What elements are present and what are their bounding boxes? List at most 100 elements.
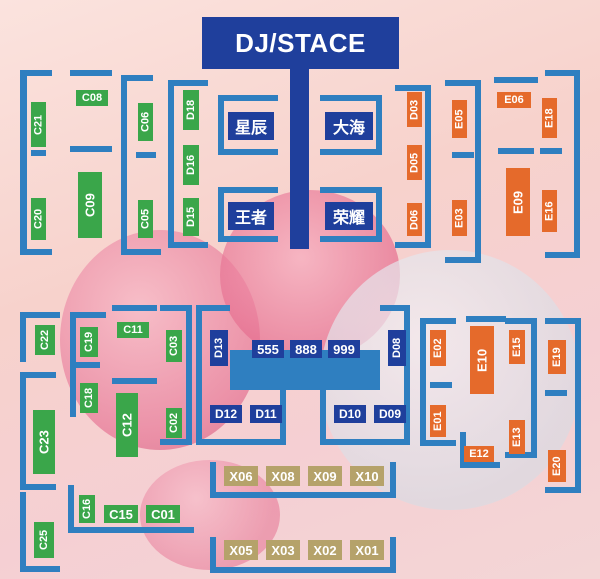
table-E10[interactable]: E10	[470, 326, 494, 394]
table-D09[interactable]: D09	[374, 405, 406, 423]
sofa-c21-side	[20, 70, 27, 255]
table-X09[interactable]: X09	[308, 466, 342, 486]
sofa-e10-top	[466, 316, 506, 322]
table-D12[interactable]: D12	[210, 405, 242, 423]
table-E19[interactable]: E19	[548, 340, 566, 374]
vip-xingchen[interactable]: 星辰	[228, 112, 274, 140]
sofa-c23-bottom	[20, 484, 56, 490]
vip-bottom-left-sofa-side	[218, 187, 224, 242]
table-888[interactable]: 888	[290, 340, 322, 358]
sofa-x-lower-left	[210, 537, 216, 573]
table-D03[interactable]: D03	[407, 92, 422, 127]
table-C09[interactable]: C09	[78, 172, 102, 238]
table-D05[interactable]: D05	[407, 145, 422, 180]
table-E06[interactable]: E06	[497, 92, 531, 108]
sofa-c06-top	[121, 75, 153, 81]
vip-top-right-sofa-bottom	[320, 149, 382, 155]
table-X08[interactable]: X08	[266, 466, 300, 486]
sofa-c08-top	[70, 70, 112, 76]
table-E15[interactable]: E15	[509, 330, 525, 364]
table-D08[interactable]: D08	[388, 330, 406, 366]
dj-stage: DJ/STACE	[202, 17, 399, 69]
table-C12[interactable]: C12	[116, 393, 138, 457]
sofa-e05-top	[445, 80, 481, 86]
sofa-x-upper-left	[210, 462, 216, 498]
sofa-x-lower-right	[390, 537, 396, 573]
sofa-e18-mid	[540, 148, 562, 154]
table-C25[interactable]: C25	[34, 522, 54, 558]
table-C19[interactable]: C19	[80, 327, 98, 357]
sofa-c19-side	[70, 312, 76, 417]
sofa-e19-side	[575, 318, 581, 493]
sofa-e03-bottom	[445, 257, 481, 263]
table-C02[interactable]: C02	[166, 408, 182, 438]
vip-bottom-left-sofa-bottom	[218, 236, 278, 242]
table-D15[interactable]: D15	[183, 198, 199, 236]
table-C11[interactable]: C11	[117, 322, 149, 338]
table-E09[interactable]: E09	[506, 168, 530, 236]
sofa-c23-side	[20, 372, 26, 490]
sofa-d03-top	[395, 85, 431, 91]
vip-top-left-sofa-top	[218, 95, 278, 101]
table-C15[interactable]: C15	[104, 505, 138, 523]
table-E12[interactable]: E12	[464, 446, 494, 462]
table-X03[interactable]: X03	[266, 540, 300, 560]
table-D18[interactable]: D18	[183, 90, 199, 130]
sofa-e13-bottom	[505, 452, 537, 458]
vip-rongyao[interactable]: 荣耀	[325, 202, 373, 230]
table-555[interactable]: 555	[252, 340, 284, 358]
table-X05[interactable]: X05	[224, 540, 258, 560]
sofa-e05-side	[475, 80, 481, 263]
table-X01[interactable]: X01	[350, 540, 384, 560]
table-D11[interactable]: D11	[250, 405, 282, 423]
table-D06[interactable]: D06	[407, 203, 422, 236]
sofa-c11-divider	[112, 378, 157, 384]
vip-wangzhe[interactable]: 王者	[228, 202, 274, 230]
sofa-e18-side	[574, 70, 580, 258]
center-booth-right-top	[380, 305, 410, 311]
table-C22[interactable]: C22	[35, 325, 55, 355]
table-E03[interactable]: E03	[452, 200, 467, 236]
table-C05[interactable]: C05	[138, 200, 153, 238]
table-C21[interactable]: C21	[31, 102, 46, 147]
sofa-c03-top	[160, 305, 192, 311]
table-E20[interactable]: E20	[548, 450, 566, 482]
table-X02[interactable]: X02	[308, 540, 342, 560]
table-X10[interactable]: X10	[350, 466, 384, 486]
table-E16[interactable]: E16	[542, 190, 557, 232]
sofa-x-upper-bottom	[210, 492, 396, 498]
vip-bottom-left-sofa-top	[218, 187, 278, 193]
stage-runway	[290, 69, 309, 249]
sofa-e15-side	[531, 318, 537, 458]
vip-bottom-right-sofa-top	[320, 187, 382, 193]
center-booth-left-top	[196, 305, 230, 311]
sofa-d03-side	[425, 85, 431, 248]
table-X06[interactable]: X06	[224, 466, 258, 486]
sofa-c23-top	[20, 372, 56, 378]
table-E18[interactable]: E18	[542, 98, 557, 138]
table-D13[interactable]: D13	[210, 330, 228, 366]
table-C16[interactable]: C16	[79, 495, 95, 523]
sofa-e02-top	[420, 318, 456, 324]
table-C18[interactable]: C18	[80, 383, 98, 413]
sofa-c11-top	[112, 305, 157, 311]
table-D10[interactable]: D10	[334, 405, 366, 423]
table-C23[interactable]: C23	[33, 410, 55, 474]
table-E02[interactable]: E02	[430, 330, 446, 366]
sofa-c25-side	[20, 492, 26, 572]
table-C20[interactable]: C20	[31, 198, 46, 240]
table-C06[interactable]: C06	[138, 103, 153, 141]
table-C01[interactable]: C01	[146, 505, 180, 523]
sofa-d18-top	[168, 80, 208, 86]
table-D16[interactable]: D16	[183, 145, 199, 185]
table-C08[interactable]: C08	[76, 90, 108, 106]
table-C03[interactable]: C03	[166, 330, 182, 362]
sofa-d18-side	[168, 80, 174, 248]
table-999[interactable]: 999	[328, 340, 360, 358]
vip-dahai[interactable]: 大海	[325, 112, 373, 140]
table-E13[interactable]: E13	[509, 420, 525, 454]
table-E01[interactable]: E01	[430, 405, 446, 437]
sofa-e05-mid	[452, 152, 474, 158]
sofa-c19-mid	[74, 362, 100, 368]
table-E05[interactable]: E05	[452, 100, 467, 138]
